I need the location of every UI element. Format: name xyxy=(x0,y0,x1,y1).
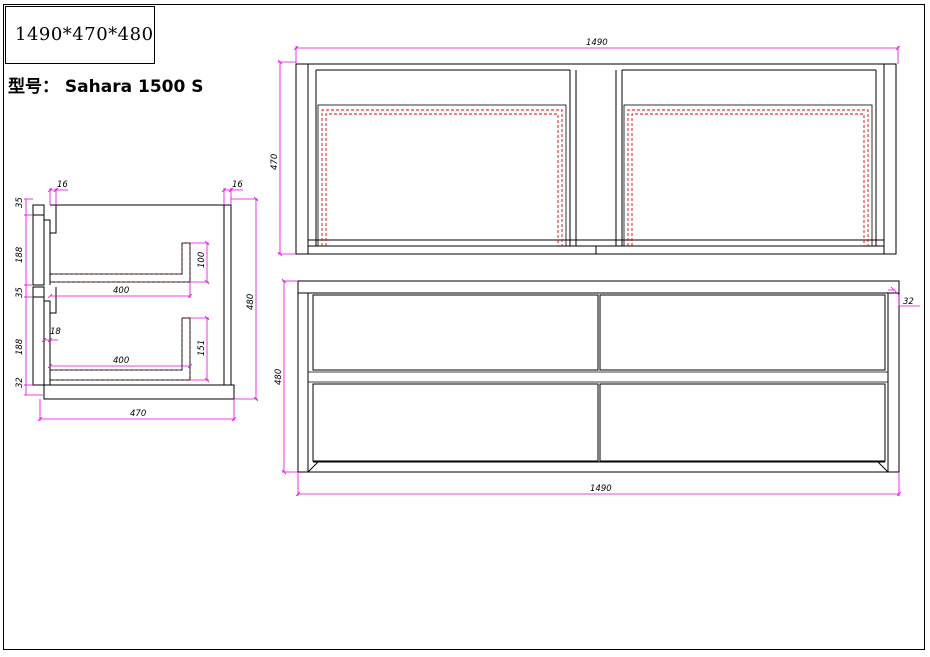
side-dimension-labels: 16 16 35 188 35 188 32 400 100 18 400 15… xyxy=(15,180,256,419)
dim-mid-gap: 35 xyxy=(15,287,25,298)
dim-upper-depth: 400 xyxy=(113,286,129,296)
drawer-front-top-right xyxy=(599,294,886,371)
front-view: 480 1490 32 xyxy=(274,278,920,497)
dim-bottom-base: 32 xyxy=(15,377,25,388)
dim-lower-side-height: 151 xyxy=(197,340,207,356)
top-dimension-lines xyxy=(277,45,901,257)
drawer-front-top-left xyxy=(312,294,599,371)
front-carcass xyxy=(297,280,900,473)
dim-total-height: 480 xyxy=(246,294,256,310)
front-top-rail-label: 32 xyxy=(903,297,914,307)
dim-upper-side-height: 100 xyxy=(197,252,207,268)
dim-front-thickness: 18 xyxy=(50,327,61,337)
side-dimension-lines xyxy=(24,187,259,422)
side-section-view: 16 16 35 188 35 188 32 400 100 18 400 15… xyxy=(15,180,259,422)
dim-thickness-left: 16 xyxy=(57,180,68,190)
front-dimension-lines xyxy=(281,278,920,497)
top-depth-label: 470 xyxy=(270,154,280,170)
top-view: 1490 470 xyxy=(270,38,901,257)
dim-thickness-right: 16 xyxy=(232,180,243,190)
model-name: Sahara 1500 S xyxy=(64,77,204,97)
sheet-border xyxy=(3,4,925,650)
dim-upper-drawer-height: 188 xyxy=(15,246,25,263)
drawer-front-bottom-left xyxy=(312,383,599,462)
top-drawer-boxes xyxy=(317,104,873,247)
front-drawer-fronts xyxy=(312,294,886,462)
dim-lower-depth: 400 xyxy=(113,356,129,366)
spec-box: 1490*470*480 xyxy=(5,6,155,64)
front-width-label: 1490 xyxy=(590,484,612,494)
model-prefix: 型号： xyxy=(8,77,59,97)
front-height-label: 480 xyxy=(274,369,284,385)
model-line: 型号： Sahara 1500 S xyxy=(8,72,203,97)
top-width-label: 1490 xyxy=(586,38,608,48)
dim-lower-drawer-height: 188 xyxy=(15,338,25,355)
dim-total-depth: 470 xyxy=(130,409,146,419)
top-drawer-hidden-lines xyxy=(321,109,869,246)
top-carcass xyxy=(295,63,897,255)
dim-top-gap: 35 xyxy=(15,197,25,208)
overall-dimensions-label: 1490*470*480 xyxy=(15,24,154,45)
drawer-front-bottom-right xyxy=(599,383,886,462)
